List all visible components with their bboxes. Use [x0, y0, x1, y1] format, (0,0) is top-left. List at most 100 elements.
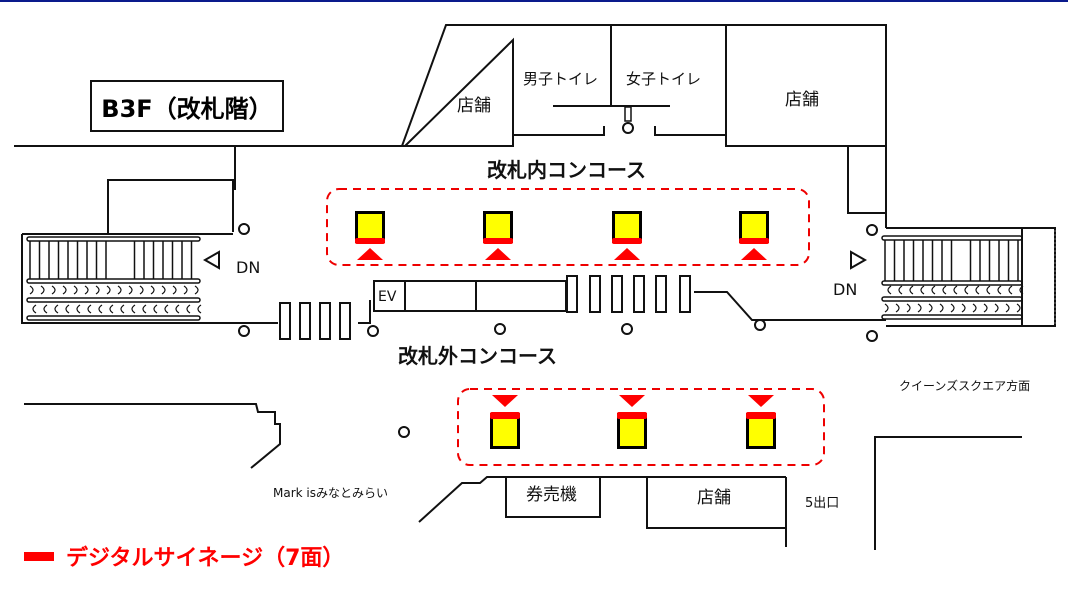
escalator-chevron	[153, 304, 158, 314]
escalator-chevron	[997, 285, 1002, 295]
south-east-wall	[874, 436, 1022, 550]
right-escalator-dn-label: DN	[833, 280, 858, 299]
signage-marker-inside	[483, 211, 513, 260]
escalator-chevron	[942, 285, 947, 295]
escalator-chevron	[120, 304, 125, 314]
escalator-chevron	[197, 304, 202, 314]
exit-5-label: 5出口	[805, 496, 840, 511]
shop-left-label: 店舗	[457, 96, 491, 116]
escalator-chevron	[164, 304, 169, 314]
inside-signage-zone	[326, 188, 810, 266]
womens-toilet-label: 女子トイレ	[626, 70, 702, 88]
floor-label: B3F（改札階）	[90, 80, 284, 132]
escalator-chevron	[161, 285, 166, 295]
escalator-chevron	[887, 285, 892, 295]
escalator-chevron	[32, 304, 37, 314]
queens-square-label: クイーンズスクエア方面	[899, 379, 1031, 393]
escalator-chevron	[40, 285, 45, 295]
right-escalator-housing	[886, 227, 1056, 327]
pillars	[238, 223, 878, 438]
escalator-chevron	[186, 304, 191, 314]
escalator-chevron	[65, 304, 70, 314]
escalator-chevron	[51, 285, 56, 295]
elevator-box	[373, 280, 567, 312]
escalator-chevron	[43, 304, 48, 314]
escalator-chevron	[920, 285, 925, 295]
inside-gate-concourse-label: 改札内コンコース	[487, 158, 646, 182]
dn-arrow-right-icon	[850, 250, 868, 270]
escalator-chevron	[917, 303, 922, 313]
top-border	[0, 0, 1068, 2]
escalator-chevron	[931, 285, 936, 295]
escalator-chevron	[87, 304, 92, 314]
escalator-chevron	[29, 285, 34, 295]
escalator-chevron	[972, 303, 977, 313]
escalator-chevron	[73, 285, 78, 295]
outside-signage-zone	[457, 388, 825, 466]
escalator-chevron	[950, 303, 955, 313]
escalator-chevron	[76, 304, 81, 314]
legend-label: デジタルサイネージ（7面）	[66, 546, 345, 571]
escalator-chevron	[117, 285, 122, 295]
shop-right-outline	[725, 25, 887, 147]
escalator-chevron	[139, 285, 144, 295]
right-escalator	[881, 235, 1024, 320]
escalator-chevron	[964, 285, 969, 295]
legend-swatch	[24, 551, 54, 561]
ticket-machine-label: 券売機	[526, 485, 577, 505]
escalator-chevron	[953, 285, 958, 295]
signage-marker-inside	[612, 211, 642, 260]
escalator-chevron	[175, 304, 180, 314]
escalator-chevron	[172, 285, 177, 295]
escalator-chevron	[928, 303, 933, 313]
signage-marker-outside	[746, 395, 776, 449]
outside-gate-concourse-label: 改札外コンコース	[398, 344, 557, 368]
shop-right-label: 店舗	[785, 90, 819, 110]
escalator-chevron	[142, 304, 147, 314]
escalator-chevron	[62, 285, 67, 295]
mark-is-label: Mark isみなとみらい	[273, 486, 388, 500]
signage-marker-outside	[490, 395, 520, 449]
mens-toilet-label: 男子トイレ	[523, 70, 599, 88]
escalator-chevron	[961, 303, 966, 313]
signage-marker-outside	[617, 395, 647, 449]
escalator-chevron	[986, 285, 991, 295]
shop-bottom-box	[646, 477, 787, 529]
escalator-chevron	[194, 285, 199, 295]
left-escalator-dn-label: DN	[236, 258, 261, 277]
escalator-chevron	[895, 303, 900, 313]
escalator-chevron	[975, 285, 980, 295]
escalator-chevron	[983, 303, 988, 313]
escalator-chevron	[128, 285, 133, 295]
escalator-chevron	[109, 304, 114, 314]
signage-marker-inside	[355, 211, 385, 260]
escalator-chevron	[150, 285, 155, 295]
escalator-chevron	[994, 303, 999, 313]
escalator-chevron	[1005, 303, 1010, 313]
elevator-label: EV	[378, 289, 397, 305]
left-ticket-gates	[279, 302, 351, 340]
escalator-chevron	[95, 285, 100, 295]
signage-marker-inside	[739, 211, 769, 260]
left-escalator	[26, 236, 202, 321]
escalator-chevron	[884, 303, 889, 313]
shop-bottom-label: 店舗	[697, 488, 731, 508]
escalator-chevron	[909, 285, 914, 295]
escalator-chevron	[1019, 285, 1024, 295]
escalator-chevron	[898, 285, 903, 295]
right-ticket-gates	[566, 275, 691, 313]
escalator-chevron	[84, 285, 89, 295]
south-west-wall	[24, 403, 281, 469]
escalator-chevron	[98, 304, 103, 314]
legend: デジタルサイネージ（7面）	[24, 540, 344, 572]
escalator-chevron	[1016, 303, 1021, 313]
escalator-chevron	[1008, 285, 1013, 295]
escalator-chevron	[54, 304, 59, 314]
escalator-chevron	[106, 285, 111, 295]
escalator-chevron	[131, 304, 136, 314]
escalator-chevron	[939, 303, 944, 313]
ticket-machine-box	[505, 477, 601, 518]
dn-arrow-left-icon	[202, 250, 220, 270]
escalator-chevron	[183, 285, 188, 295]
